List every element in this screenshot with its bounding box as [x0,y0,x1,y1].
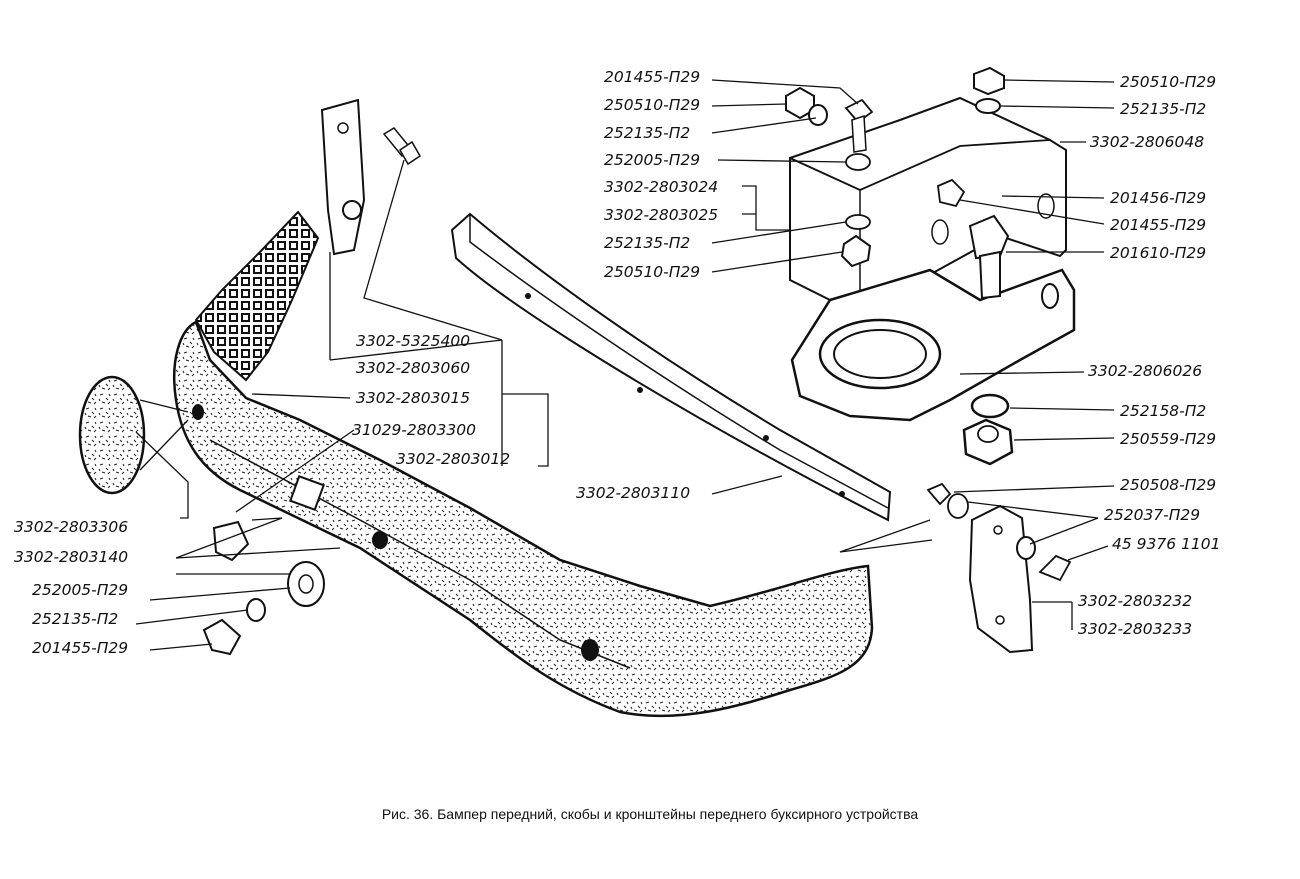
label-3302-5325400: 3302-5325400 [356,332,470,350]
label-3302-2803012: 3302-2803012 [396,450,510,468]
reinforcement-beam [450,212,892,522]
top-nuts-washers [785,66,1005,268]
label-252135-p2-mid: 252135-П2 [604,234,690,252]
label-201456-p29: 201456-П29 [1110,189,1206,207]
label-3302-2803060: 3302-2803060 [356,359,470,377]
label-3302-2803025: 3302-2803025 [604,206,718,224]
part-labels: 201455-П29 250510-П29 252135-П2 252005-П… [14,68,1220,657]
label-201455-p29-top: 201455-П29 [604,68,700,86]
bumper-body [172,320,874,718]
bolt-5325400 [382,127,421,166]
label-250510-p29-mid: 250510-П29 [604,263,700,281]
label-3302-2806048: 3302-2806048 [1090,133,1204,151]
label-3302-2803233: 3302-2803233 [1078,620,1192,638]
fog-lamp [78,375,146,495]
label-252005-p29-top: 252005-П29 [604,151,700,169]
radiator-grille [194,210,320,382]
label-250510-p29-left: 250510-П29 [604,96,700,114]
tow-bolt-201610 [968,214,1010,300]
label-250508-p29: 250508-П29 [1120,476,1216,494]
label-3302-2806026: 3302-2806026 [1088,362,1202,380]
lower-nut-washer [962,393,1014,466]
label-252135-p2-left: 252135-П2 [604,124,690,142]
label-252005-p29-bottom: 252005-П29 [32,581,128,599]
label-250510-p29-right: 250510-П29 [1120,73,1216,91]
label-252135-p2-bottom: 252135-П2 [32,610,118,628]
label-3302-2803110: 3302-2803110 [576,484,690,502]
label-3302-2803015: 3302-2803015 [356,389,470,407]
label-201455-p29-right: 201455-П29 [1110,216,1206,234]
bumper-mount-bracket [320,98,366,256]
label-201455-p29-bottom: 201455-П29 [32,639,128,657]
label-45-9376-1101: 45 9376 1101 [1112,535,1220,553]
label-250559-p29: 250559-П29 [1120,430,1216,448]
label-3302-2803140: 3302-2803140 [14,548,128,566]
label-3302-2803232: 3302-2803232 [1078,592,1192,610]
label-3302-2803306: 3302-2803306 [14,518,128,536]
label-252135-p2-right: 252135-П2 [1120,100,1206,118]
label-31029-2803300: 31029-2803300 [352,421,476,439]
label-3302-2803024: 3302-2803024 [604,178,718,196]
label-252158-p2: 252158-П2 [1120,402,1206,420]
label-252037-p29: 252037-П29 [1104,506,1200,524]
side-bracket-2803232 [926,482,1072,654]
tow-hook [790,268,1076,422]
leader-lines [135,79,1115,651]
figure-caption: Рис. 36. Бампер передний, скобы и кроншт… [381,806,919,822]
label-201610-p29: 201610-П29 [1110,244,1206,262]
small-fasteners-left [202,520,325,656]
